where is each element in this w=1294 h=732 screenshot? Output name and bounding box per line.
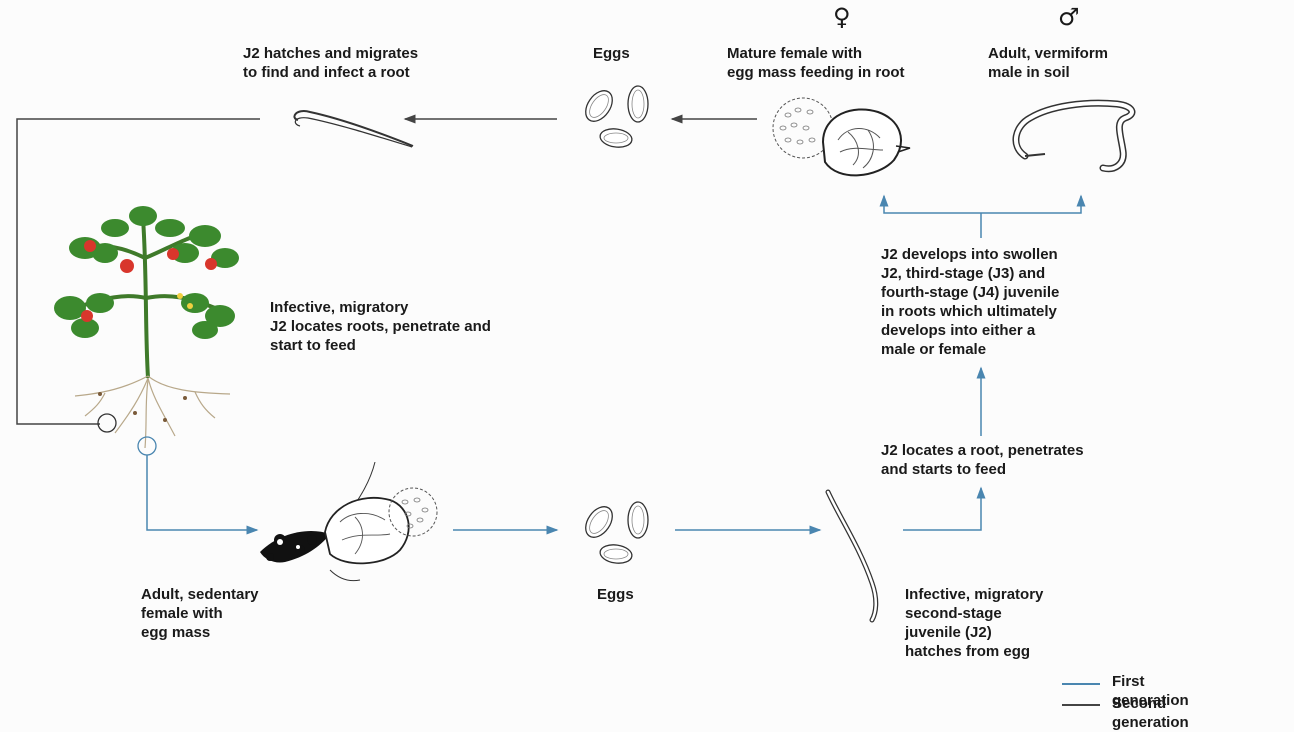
arrow-plant-to-female	[147, 455, 257, 530]
legend: First generation Second generation	[1062, 672, 1292, 714]
tomato-plant-icon	[45, 198, 245, 458]
legend-second-label: Second generation	[1112, 694, 1189, 732]
arrow-branch-male	[981, 196, 1081, 213]
male-nematode-icon	[1005, 96, 1140, 176]
eggs-icon	[580, 82, 660, 152]
label-mature-female: Mature female with egg mass feeding in r…	[727, 44, 905, 82]
sedentary-female-icon	[250, 462, 450, 590]
mature-female-icon	[768, 90, 913, 185]
legend-first-swatch	[1062, 683, 1100, 685]
label-infective-second: Infective, migratory second-stage juveni…	[905, 585, 1043, 661]
male-symbol: ♂	[1058, 4, 1080, 30]
label-eggs-top: Eggs	[593, 44, 630, 63]
label-infective-roots: Infective, migratory J2 locates roots, p…	[270, 298, 491, 355]
female-symbol: ♀	[833, 4, 851, 30]
nematode-j2-icon	[288, 104, 418, 150]
arrow-branch-female	[884, 196, 981, 213]
j2-juvenile-icon	[820, 488, 890, 623]
label-j2-locates: J2 locates a root, penetrates and starts…	[881, 441, 1084, 479]
label-eggs-bottom: Eggs	[597, 585, 634, 604]
label-j2-develops: J2 develops into swollen J2, third-stage…	[881, 245, 1059, 359]
label-j2-hatches: J2 hatches and migrates to find and infe…	[243, 44, 418, 82]
legend-second-swatch	[1062, 704, 1100, 706]
eggs-icon	[580, 498, 660, 568]
label-adult-male: Adult, vermiform male in soil	[988, 44, 1108, 82]
label-adult-sedentary: Adult, sedentary female with egg mass	[141, 585, 259, 642]
arrow-j2-to-root	[903, 488, 981, 530]
